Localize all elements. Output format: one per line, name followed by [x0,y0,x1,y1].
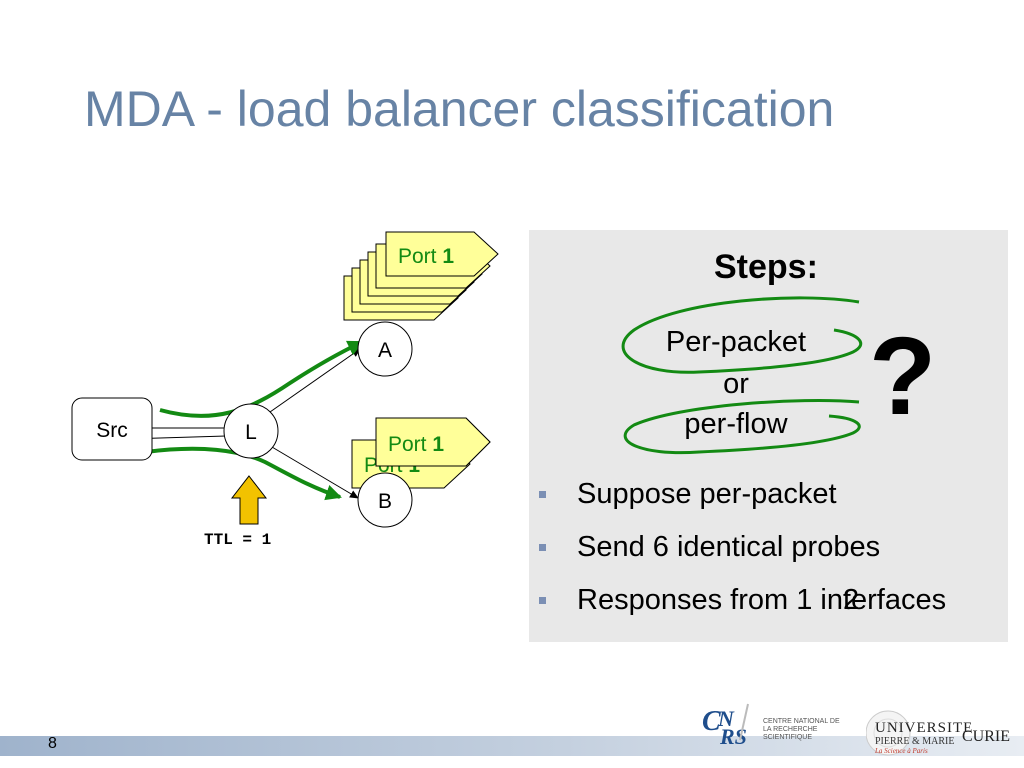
bullet-item: Suppose per-packet [537,478,946,531]
lb-label: L [245,421,257,444]
bullet-marker [539,597,546,604]
node-b [357,472,413,528]
packet-stack-a [343,231,499,321]
page-number: 8 [48,735,57,752]
footer-bar [0,736,1024,756]
option-per-flow: per-flow [684,408,788,440]
upmc-tagline: La Science à Paris [875,747,928,755]
upmc-curie: CURIE [962,728,1010,745]
packet-b-label: Port 1 [388,433,444,456]
option-per-packet: Per-packet [665,326,807,358]
cnrs-text: CENTRE NATIONAL DE LA RECHERCHE SCIENTIF… [763,718,840,741]
steps-bullet-list: Suppose per-packet Send 6 identical prob… [537,478,946,637]
flow-arrow-to-b [145,446,342,501]
upmc-seal [866,710,911,756]
ttl-label: TTL = 1 [204,531,272,549]
src-node [71,397,153,461]
packet-a-label: Port 1 [398,245,454,268]
node-b-label: B [378,490,392,513]
steps-panel: Steps: Per-packet or per-flow ? Suppose … [529,230,1008,642]
upmc-subtitle: PIERRE & MARIE [875,736,955,747]
question-mark: ? [869,315,937,438]
bullet-marker [539,544,546,551]
svg-text:C: C [702,706,721,737]
upmc-title: UNIVERSITE [875,720,974,736]
slide-title: MDA - load balancer classification [84,81,835,137]
option-connector: or [723,368,749,400]
overlay-number: 2 [843,584,860,616]
bullet-item: Send 6 identical probes [537,531,946,584]
choice-ellipses [621,296,863,455]
node-a [357,321,413,377]
bullet-marker [539,491,546,498]
lb-node [223,403,279,459]
cnrs-logo: C N RS [702,703,749,749]
svg-text:N: N [717,706,735,731]
ttl-up-arrow [230,475,268,525]
steps-title: Steps: [714,248,818,286]
src-label: Src [96,419,128,442]
node-a-label: A [378,339,392,362]
flow-arrow-to-a [159,340,364,418]
